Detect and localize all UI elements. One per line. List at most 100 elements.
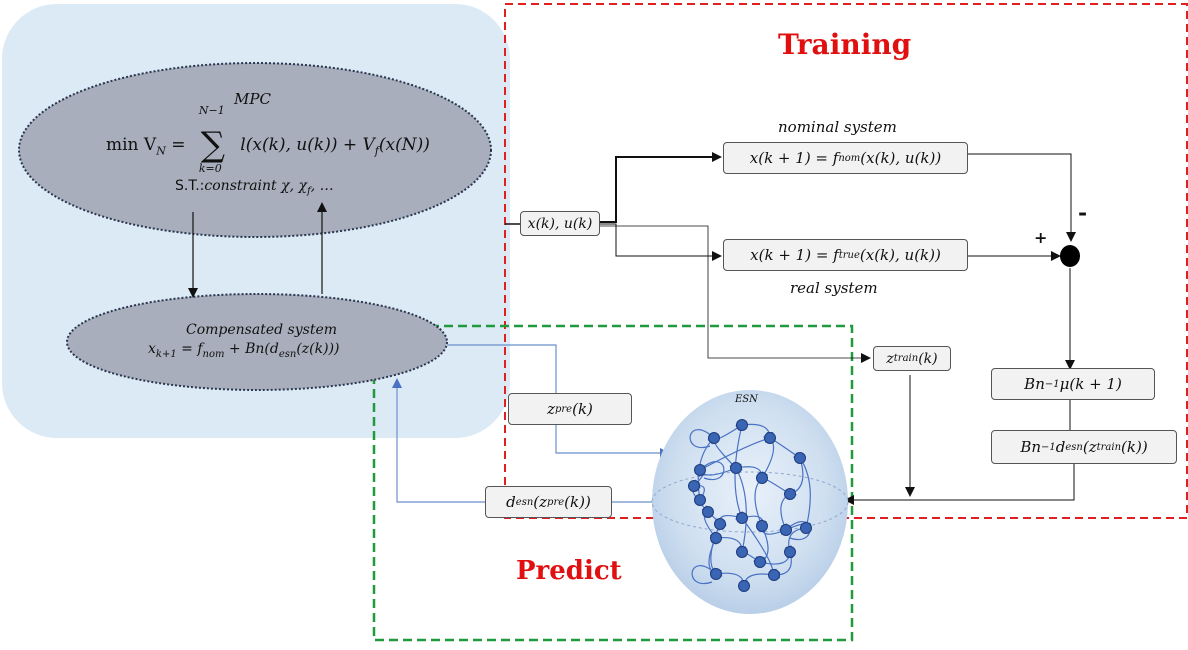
esn-node (756, 472, 768, 484)
d-pre-zsup: pre (547, 496, 565, 508)
mpc-objective-sub: f (374, 144, 379, 158)
mpc-objective-end: (x(N)) (378, 135, 430, 155)
z-pre-base: z (547, 400, 555, 418)
esn-ring (651, 471, 849, 533)
mpc-min-sub: N (156, 144, 166, 158)
nominal-eq: x(k + 1) = f (749, 149, 839, 167)
esn-edge (735, 467, 747, 553)
mpc-sum-bottom: k=0 (198, 162, 222, 175)
mpc-st-body: constraint χ, χ (204, 178, 307, 194)
mpc-constraint: S.T.:constraint χ, χf, … (175, 178, 334, 197)
esn-loop (691, 565, 717, 585)
esn-reservoir (652, 390, 848, 614)
esn-node (780, 524, 792, 536)
esn-node (768, 569, 780, 581)
comp-eq-mid: = f (176, 341, 203, 357)
bn-d-sup: −1 (1041, 441, 1056, 453)
z-pre-end: (k) (572, 400, 593, 418)
d-pre-dsub: esn (515, 496, 534, 508)
to-real-line (600, 223, 722, 261)
esn-node (730, 462, 742, 474)
d-pre-end: (k)) (564, 493, 591, 511)
z-train-end: (k) (918, 350, 938, 367)
training-title: Training (778, 28, 912, 61)
bnd-to-esn-line (844, 464, 1075, 505)
nominal-to-sum-line (968, 153, 1076, 242)
sum-plus-sign: + (1034, 228, 1048, 247)
nominal-eq-sub: nom (838, 152, 861, 164)
esn-node (784, 488, 796, 500)
mpc-sum-sign: ∑ (200, 125, 226, 165)
mpc-title: MPC (234, 90, 271, 108)
esn-node (754, 556, 766, 568)
nominal-label: nominal system (778, 118, 897, 136)
esn-node (714, 518, 726, 530)
predict-region (372, 324, 854, 642)
esn-node (708, 432, 720, 444)
bn-d-z: (z (1082, 438, 1097, 456)
predict-title: Predict (516, 556, 622, 586)
comp-eq-d-sub: esn (278, 348, 297, 360)
bn-d-zsup: train (1096, 441, 1122, 453)
bn-mu-end: μ(k + 1) (1059, 375, 1122, 393)
d-pre-d: d (506, 493, 516, 511)
comp-eq-x: x (148, 341, 156, 357)
mpc-ellipse (18, 62, 492, 238)
esn-node (800, 522, 812, 534)
real-eq: x(k + 1) = f (750, 246, 839, 264)
esn-node (794, 452, 806, 464)
mpc-min-label: min V (106, 135, 157, 155)
mpc-sum-top: N−1 (198, 104, 225, 117)
mpc-st-end: , … (310, 178, 334, 194)
bn-mu-sup: −1 (1044, 378, 1060, 390)
comp-eq-end: + Bn(d (224, 341, 279, 357)
esn-edge (734, 424, 743, 519)
nominal-eq-end: (x(k), u(k)) (860, 149, 942, 167)
esn-loop (689, 429, 715, 449)
summing-node (1060, 245, 1080, 267)
mpc-objective: min VN = N−1 ∑ k=0 l(x(k), u(k)) + Vf(x(… (106, 104, 430, 175)
compensated-ellipse (66, 293, 448, 391)
compensated-equation: xk+1 = fnom + Bn(desn(z(k))) (148, 341, 340, 360)
mpc-st-sub: f (306, 185, 311, 197)
esn-loop (699, 461, 725, 481)
comp-eq-f-sub: nom (202, 348, 225, 360)
esn-node (736, 419, 748, 431)
z-pre-sup: pre (555, 403, 573, 415)
mpc-eq: = (171, 135, 186, 155)
esn-node (784, 546, 796, 558)
sum-minus-sign: - (1078, 200, 1088, 226)
compensated-title: Compensated system (186, 322, 337, 338)
bn-d-base: Bn (1020, 438, 1041, 456)
bn-d-dsub: esn (1065, 441, 1083, 453)
dpre-to-comp-line (392, 378, 485, 503)
esn-node (688, 480, 700, 492)
input-state-box: x(k), u(k) (520, 211, 600, 236)
esn-node (710, 532, 722, 544)
bn-d-d: d (1055, 438, 1066, 456)
bn-d-end: (k)) (1121, 438, 1148, 456)
real-label: real system (790, 279, 878, 297)
esn-node (702, 506, 714, 518)
esn-nodes (688, 419, 812, 592)
esn-node (756, 520, 768, 532)
esn-node (738, 580, 750, 592)
to-nominal-line (600, 152, 722, 223)
bn-mu-base: Bn (1024, 375, 1045, 393)
esn-node (736, 546, 748, 558)
z-train-sup: train (893, 353, 919, 364)
to-ztrain-line (600, 225, 871, 363)
esn-node (764, 432, 776, 444)
real-eq-end: (x(k), u(k)) (859, 246, 941, 264)
esn-node (710, 568, 722, 580)
real-eq-sub: true (838, 249, 860, 261)
comp-eq-tail: (z(k))) (296, 341, 340, 357)
